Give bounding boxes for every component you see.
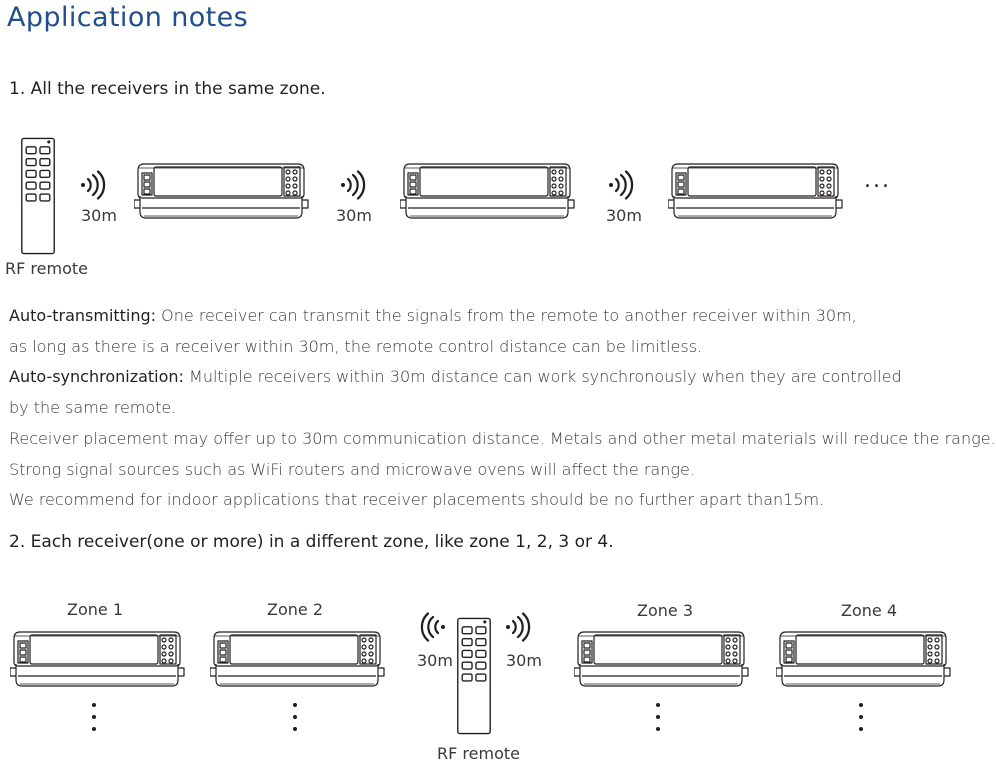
note-line-5: Receiver placement may offer up to 30m c… xyxy=(9,428,996,448)
distance-label-3: 30m xyxy=(606,206,642,225)
vertical-dots-icon xyxy=(858,702,864,732)
distance-label-2: 30m xyxy=(336,206,372,225)
note-line-1: Auto-transmitting: One receiver can tran… xyxy=(9,301,984,332)
page-title: Application notes xyxy=(7,2,249,33)
note-line-6: Strong signal sources such as WiFi route… xyxy=(9,459,695,479)
zone-1-receiver-icon xyxy=(10,628,186,692)
auto-transmitting-text: One receiver can transmit the signals fr… xyxy=(156,306,857,325)
rf-remote-label: RF remote xyxy=(5,259,88,278)
zone-label-4: Zone 4 xyxy=(841,601,897,620)
auto-sync-text: Multiple receivers within 30m distance c… xyxy=(183,367,902,387)
rf-remote-center-label: RF remote xyxy=(437,744,520,763)
auto-transmitting-term: Auto-transmitting: xyxy=(9,306,157,325)
left-distance-label: 30m xyxy=(417,651,453,670)
rf-remote-icon xyxy=(20,137,56,255)
note-line-7: We recommend for indoor applications tha… xyxy=(9,490,825,510)
section-1-heading: 1. All the receivers in the same zone. xyxy=(9,79,326,99)
receiver-icon-1 xyxy=(134,160,310,224)
vertical-dots-icon xyxy=(91,702,97,732)
zone-2-receiver-icon xyxy=(210,628,386,692)
vertical-dots-icon xyxy=(292,702,298,732)
zone-3-receiver-icon xyxy=(574,628,750,692)
note-line-4: by the same remote. xyxy=(9,398,177,418)
rf-remote-center-icon xyxy=(456,617,492,735)
right-distance-label: 30m xyxy=(506,651,542,670)
notes-paragraph: Auto-transmitting: One receiver can tran… xyxy=(9,301,996,516)
distance-label-1: 30m xyxy=(81,206,117,225)
note-line-2: as long as there is a receiver within 30… xyxy=(9,336,703,356)
zone-label-1: Zone 1 xyxy=(67,600,123,619)
zone-4-receiver-icon xyxy=(776,628,952,692)
signal-waves-icon xyxy=(338,170,368,200)
zone-label-3: Zone 3 xyxy=(637,601,693,620)
signal-waves-icon xyxy=(78,170,108,200)
zone-label-2: Zone 2 xyxy=(267,600,323,619)
auto-sync-term: Auto-synchronization: xyxy=(9,367,184,387)
receiver-icon-3 xyxy=(668,160,844,224)
vertical-dots-icon xyxy=(655,702,661,732)
receiver-icon-2 xyxy=(400,160,576,224)
section-2-heading: 2. Each receiver(one or more) in a diffe… xyxy=(9,532,614,552)
signal-waves-icon xyxy=(606,170,636,200)
signal-waves-left-icon xyxy=(418,612,448,642)
signal-waves-right-icon xyxy=(503,612,533,642)
note-line-3: Auto-synchronization: Multiple receivers… xyxy=(9,362,984,393)
continuation-ellipsis: ... xyxy=(864,168,891,193)
